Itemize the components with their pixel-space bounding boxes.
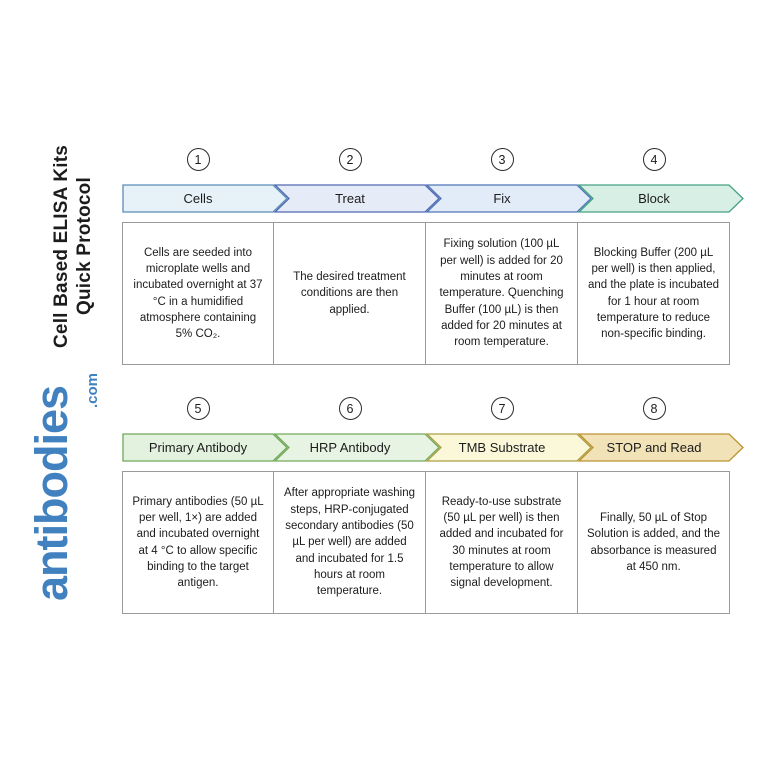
step-1: 1 Cells Cells are seeded into microplate… xyxy=(122,148,288,365)
step-4-arrow-polygon xyxy=(577,184,744,213)
step-2-arrow-shape xyxy=(273,184,440,213)
step-1-description-box: Cells are seeded into microplate wells a… xyxy=(122,222,274,365)
step-8-number: 8 xyxy=(650,401,658,416)
step-5-title: Primary Antibody xyxy=(148,440,248,455)
step-8-banner: STOP and Read xyxy=(577,433,744,462)
flow-row-2: 5 Primary Antibody Primary antibodies (5… xyxy=(122,397,744,614)
step-5: 5 Primary Antibody Primary antibodies (5… xyxy=(122,397,288,614)
step-5-arrow-polygon xyxy=(122,433,288,462)
step-3-title: Fix xyxy=(493,191,511,206)
step-2-description: The desired treatment conditions are the… xyxy=(293,271,406,316)
step-1-description: Cells are seeded into microplate wells a… xyxy=(133,246,263,341)
step-3-number: 3 xyxy=(498,152,506,167)
step-7-description-box: Ready-to-use substrate (50 µL per well) … xyxy=(426,471,578,614)
step-2-banner: Treat xyxy=(273,184,440,213)
protocol-title-line1: Cell Based ELISA Kits xyxy=(51,144,72,348)
step-7-banner: TMB Substrate xyxy=(425,433,592,462)
step-4: 4 Block Blocking Buffer (200 µL per well… xyxy=(577,148,744,365)
step-2-arrow-polygon xyxy=(273,184,440,213)
brand-logo: antibodies xyxy=(26,385,77,601)
step-8-number-badge: 8 xyxy=(642,397,666,420)
step-4-banner: Block xyxy=(577,184,744,213)
step-2: 2 Treat The desired treatment conditions… xyxy=(273,148,440,365)
step-5-banner: Primary Antibody xyxy=(122,433,288,462)
protocol-title-line2: Quick Protocol xyxy=(74,177,96,315)
step-6-arrow-shape xyxy=(273,433,440,462)
protocol-title: Cell Based ELISA Kits Quick Protocol xyxy=(50,126,96,366)
step-8-description-box: Finally, 50 µL of Stop Solution is added… xyxy=(578,471,730,614)
step-4-description-box: Blocking Buffer (200 µL per well) is the… xyxy=(578,222,730,365)
step-4-title: Block xyxy=(638,191,670,206)
step-6-description-box: After appropriate washing steps, HRP-con… xyxy=(274,471,426,614)
step-3-arrow-shape xyxy=(425,184,592,213)
step-4-arrow-shape xyxy=(577,184,744,213)
step-6-number-badge: 6 xyxy=(338,397,362,420)
step-7-description: Ready-to-use substrate (50 µL per well) … xyxy=(439,495,564,590)
step-3: 3 Fix Fixing solution (100 µL per well) … xyxy=(425,148,592,365)
flow-row-1: 1 Cells Cells are seeded into microplate… xyxy=(122,148,744,365)
step-6-description: After appropriate washing steps, HRP-con… xyxy=(283,487,416,598)
step-5-description: Primary antibodies (50 µL per well, 1×) … xyxy=(132,495,264,590)
step-1-number: 1 xyxy=(194,152,202,167)
step-7: 7 TMB Substrate Ready-to-use substrate (… xyxy=(425,397,592,614)
step-5-arrow-shape xyxy=(122,433,288,462)
step-5-number-badge: 5 xyxy=(186,397,210,420)
step-4-number: 4 xyxy=(650,152,658,167)
step-6-number: 6 xyxy=(346,401,354,416)
step-1-banner: Cells xyxy=(122,184,288,213)
step-8: 8 STOP and Read Finally, 50 µL of Stop S… xyxy=(577,397,744,614)
step-2-number-badge: 2 xyxy=(338,148,362,171)
step-1-number-badge: 1 xyxy=(186,148,210,171)
step-6: 6 HRP Antibody After appropriate washing… xyxy=(273,397,440,614)
step-3-description-box: Fixing solution (100 µL per well) is add… xyxy=(426,222,578,365)
protocol-flow: 1 Cells Cells are seeded into microplate… xyxy=(122,148,744,614)
step-7-number-badge: 7 xyxy=(490,397,514,420)
step-8-arrow-polygon xyxy=(577,433,744,462)
step-2-description-box: The desired treatment conditions are the… xyxy=(274,222,426,365)
step-1-arrow-shape xyxy=(122,184,288,213)
step-2-title: Treat xyxy=(335,191,365,206)
step-6-title: HRP Antibody xyxy=(309,440,391,455)
step-4-description: Blocking Buffer (200 µL per well) is the… xyxy=(587,246,720,341)
brand-logo-suffix: .com xyxy=(84,372,101,408)
step-3-number-badge: 3 xyxy=(490,148,514,171)
step-1-arrow-polygon xyxy=(122,184,288,213)
step-8-arrow-shape xyxy=(577,433,744,462)
step-3-banner: Fix xyxy=(425,184,592,213)
step-7-arrow-shape xyxy=(425,433,592,462)
step-8-description: Finally, 50 µL of Stop Solution is added… xyxy=(587,511,720,573)
step-5-number: 5 xyxy=(194,401,202,416)
step-3-arrow-polygon xyxy=(425,184,592,213)
step-7-title: TMB Substrate xyxy=(458,440,546,455)
step-3-description: Fixing solution (100 µL per well) is add… xyxy=(439,238,564,349)
step-5-description-box: Primary antibodies (50 µL per well, 1×) … xyxy=(122,471,274,614)
step-7-number: 7 xyxy=(498,401,506,416)
step-1-title: Cells xyxy=(183,191,213,206)
step-4-number-badge: 4 xyxy=(642,148,666,171)
step-6-arrow-polygon xyxy=(273,433,440,462)
step-6-banner: HRP Antibody xyxy=(273,433,440,462)
step-2-number: 2 xyxy=(346,152,354,167)
step-7-arrow-polygon xyxy=(425,433,592,462)
step-8-title: STOP and Read xyxy=(606,440,702,455)
